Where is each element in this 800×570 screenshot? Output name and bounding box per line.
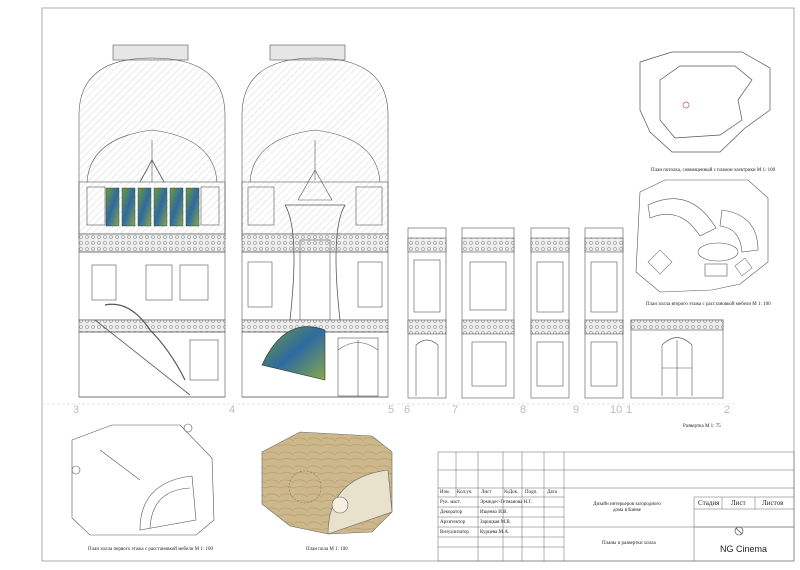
axis-mark: 4 bbox=[229, 404, 236, 416]
project-title: Дизайн интерьеров загородного дома в Кие… bbox=[593, 502, 661, 513]
sheet-label: Лист bbox=[731, 499, 746, 507]
axis-mark: 5 bbox=[388, 404, 395, 416]
caption-ceiling-plan: План потолка, совмещенный с планом элект… bbox=[651, 168, 776, 173]
floor-plan-drawing bbox=[261, 431, 393, 535]
tb-role: Рук. маст. bbox=[440, 500, 461, 505]
tb-role: Декоратор bbox=[440, 510, 463, 515]
axis-mark: 3 bbox=[73, 404, 80, 416]
elevation-chandelier bbox=[241, 44, 389, 398]
title-block-grid bbox=[437, 451, 795, 562]
sheets-label: Листов bbox=[762, 499, 784, 507]
tb-header: Изм. bbox=[440, 490, 450, 495]
tb-name: Ищенко И.В. bbox=[480, 510, 508, 515]
axis-mark: 10 bbox=[610, 404, 623, 416]
first-floor-plan-drawing bbox=[71, 423, 215, 536]
elevation-narrow-panels bbox=[407, 227, 724, 399]
axis-mark: 8 bbox=[520, 404, 527, 416]
stage-label: Стадия bbox=[698, 499, 720, 507]
axis-mark: 9 bbox=[573, 404, 580, 416]
caption-floor-plan: План пола М 1: 100 bbox=[306, 547, 348, 552]
elevation-stair-left bbox=[78, 44, 226, 398]
tb-role: Визуализатор bbox=[440, 530, 469, 535]
tb-header: Лист bbox=[481, 490, 492, 495]
axis-mark: 1 bbox=[626, 404, 633, 416]
tb-name: Зарицкая М.В. bbox=[480, 520, 511, 525]
tb-name: Курцева М.А. bbox=[480, 530, 510, 535]
second-floor-plan-drawing bbox=[635, 179, 769, 293]
stained-glass-panels bbox=[105, 187, 200, 227]
tb-header: Кол.уч. bbox=[457, 490, 473, 495]
axis-mark: 7 bbox=[452, 404, 459, 416]
tb-name: Эрмидес-Гетманова Н.Г. bbox=[480, 500, 532, 505]
company-name: NG Cinema bbox=[720, 544, 768, 554]
tb-header: №Док. bbox=[504, 490, 519, 495]
tb-role: Архитектор bbox=[440, 520, 466, 525]
axis-mark: 6 bbox=[404, 404, 411, 416]
sheet-frame bbox=[41, 7, 795, 562]
tb-header: Подп. bbox=[525, 490, 538, 495]
tb-header: Дата bbox=[547, 490, 557, 495]
caption-first-floor-plan: План холла первого этажа с расстановкой … bbox=[88, 547, 213, 552]
sheet-title: Планы и развертки холла bbox=[602, 541, 656, 546]
company-logo-icon bbox=[734, 526, 744, 536]
caption-development: Развертка М 1: 75 bbox=[683, 424, 721, 429]
axis-mark: 2 bbox=[724, 404, 731, 416]
caption-second-floor-plan: План холла второго этажа с расстановкой … bbox=[646, 302, 771, 307]
ceiling-plan-drawing bbox=[639, 51, 771, 153]
